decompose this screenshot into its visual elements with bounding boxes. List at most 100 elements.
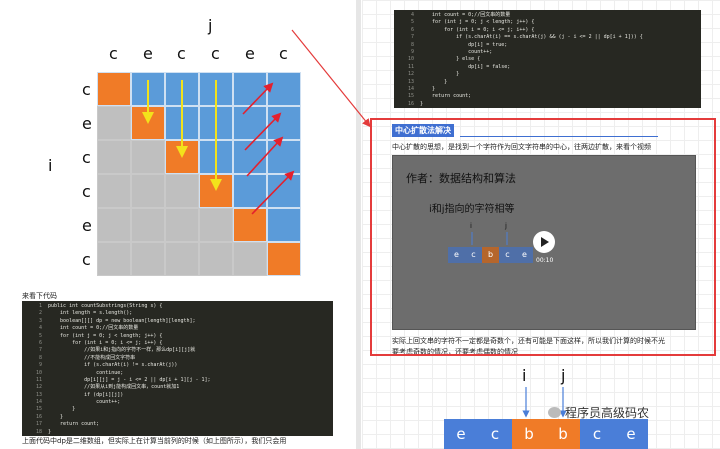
- video-time: 00:10: [536, 257, 554, 264]
- code-line: 16 }: [22, 414, 333, 421]
- code-text: boolean[][] dp = new boolean[length][len…: [48, 317, 196, 324]
- code-line: 8 dp[i] = true;: [394, 42, 701, 49]
- code-line: 6 for (int i = 0; i <= j; i++) {: [22, 340, 333, 347]
- j-label: j: [208, 16, 213, 35]
- matrix-cell: [199, 242, 233, 276]
- video-cell: e: [448, 247, 465, 263]
- video-cell: c: [465, 247, 482, 263]
- code-text: } else {: [420, 56, 481, 63]
- section-heading: 中心扩散法解决: [392, 124, 454, 137]
- code-line: 18}: [22, 429, 333, 436]
- paragraph-text: 实际上回文串的字符不一定都是奇数个，还有可能是下面这样，所以我们计算的时候不光: [392, 337, 665, 345]
- code-text: count++;: [48, 399, 121, 406]
- video-player[interactable]: 作者：数据结构和算法 i和j指向的字符相等 i j 00:10: [392, 155, 696, 330]
- matrix-cell: [233, 140, 267, 174]
- highlight-box: [370, 118, 716, 356]
- code-line: 6 for (int i = 0; i <= j; i++) {: [394, 27, 701, 34]
- video-cell: b: [482, 247, 499, 263]
- string-cell: e: [614, 419, 648, 449]
- code-text: //如果从i到j能构成回文串，count就加1: [48, 384, 180, 391]
- video-cell: c: [499, 247, 516, 263]
- matrix-cell: [165, 242, 199, 276]
- matrix-cell: [97, 72, 131, 106]
- line-number: 9: [38, 362, 42, 369]
- line-number: 1: [38, 303, 42, 309]
- row-label: c: [82, 148, 91, 167]
- line-number: 11: [35, 376, 42, 383]
- heading-underline: [460, 136, 658, 137]
- code-line: 8 //不能构成回文字符串: [22, 355, 333, 362]
- code-line: 11 dp[i] = false;: [394, 64, 701, 71]
- code-line: 10 } else {: [394, 56, 701, 63]
- col-label: c: [279, 44, 288, 63]
- code-line: 15 return count;: [394, 93, 701, 100]
- matrix-cell: [165, 174, 199, 208]
- code-text: count++;: [420, 48, 493, 55]
- line-number: 10: [35, 369, 42, 376]
- video-author: 作者：数据结构和算法: [406, 172, 516, 185]
- row-label: e: [82, 216, 92, 235]
- row-label: e: [82, 114, 92, 133]
- intro-text: 中心扩散的思想，是找到一个字符作为回文字符串的中心，往两边扩散，来看个视频: [392, 143, 651, 151]
- line-number: 8: [38, 354, 42, 361]
- matrix-cell: [165, 208, 199, 242]
- code-text: for (int j = 0; j < length; j++) {: [48, 332, 163, 339]
- line-number: 12: [35, 384, 42, 391]
- code-text: if (s.charAt(i) == s.charAt(j) && (j - i…: [420, 34, 643, 41]
- col-label: c: [211, 44, 220, 63]
- code-line: 5 for (int j = 0; j < length; j++) {: [22, 333, 333, 340]
- line-number: 10: [407, 56, 414, 63]
- code-text: }: [420, 71, 460, 78]
- string-cell: b: [546, 419, 580, 449]
- line-number: 8: [410, 41, 414, 48]
- code-text: }: [420, 78, 448, 85]
- matrix-cell: [267, 208, 301, 242]
- code-text: return count;: [48, 421, 100, 428]
- line-number: 7: [38, 347, 42, 354]
- play-icon: [541, 237, 549, 247]
- matrix-cell: [199, 208, 233, 242]
- matrix-cell: [233, 242, 267, 276]
- line-number: 11: [407, 63, 414, 70]
- line-number: 14: [407, 85, 414, 92]
- code-text: }: [48, 406, 76, 413]
- col-label: e: [245, 44, 255, 63]
- code-text: public int countSubstrings(String s) {: [48, 303, 163, 309]
- code-text: int length = s.length();: [48, 310, 133, 317]
- matrix-cell: [267, 242, 301, 276]
- bottom-j-label: j: [561, 366, 566, 385]
- matrix-cell: [267, 140, 301, 174]
- code-text: for (int i = 0; i <= j; i++) {: [48, 339, 163, 346]
- matrix-cell: [97, 174, 131, 208]
- matrix-cell: [97, 140, 131, 174]
- matrix-cell: [233, 174, 267, 208]
- code-text: }: [48, 428, 52, 435]
- code-line: 9 if (s.charAt(i) != s.charAt(j)): [22, 362, 333, 369]
- line-number: 4: [410, 12, 414, 18]
- code-line: 7 //如果i和j指向的字符不一样，那么dp[i][j]就: [22, 347, 333, 354]
- code-text: dp[i][j] = j - i <= 2 || dp[i + 1][j - 1…: [48, 376, 211, 383]
- red-arrow: [251, 170, 295, 215]
- code-text: int count = 0;//回文串的数量: [48, 325, 139, 332]
- code-line: 16}: [394, 101, 701, 108]
- code-text: int count = 0;//回文串的数量: [420, 12, 511, 18]
- code-line: 5 for (int j = 0; j < length; j++) {: [394, 19, 701, 26]
- col-label: c: [177, 44, 186, 63]
- code-line: 12 //如果从i到j能构成回文串，count就加1: [22, 384, 333, 391]
- paragraph-text: 要考虑奇数的情况，还要考虑偶数的情况: [392, 348, 518, 354]
- play-button[interactable]: [533, 231, 555, 253]
- code-line: 12 }: [394, 71, 701, 78]
- i-label: i: [48, 156, 53, 175]
- matrix-cell: [131, 242, 165, 276]
- matrix-cell: [131, 208, 165, 242]
- red-arrow: [244, 112, 282, 151]
- matrix-cell: [267, 174, 301, 208]
- code-line: 15 }: [22, 406, 333, 413]
- line-number: 6: [38, 339, 42, 346]
- code-line: 10 continue;: [22, 370, 333, 377]
- row-label: c: [82, 80, 91, 99]
- line-number: 17: [35, 421, 42, 428]
- code-text: }: [420, 85, 436, 92]
